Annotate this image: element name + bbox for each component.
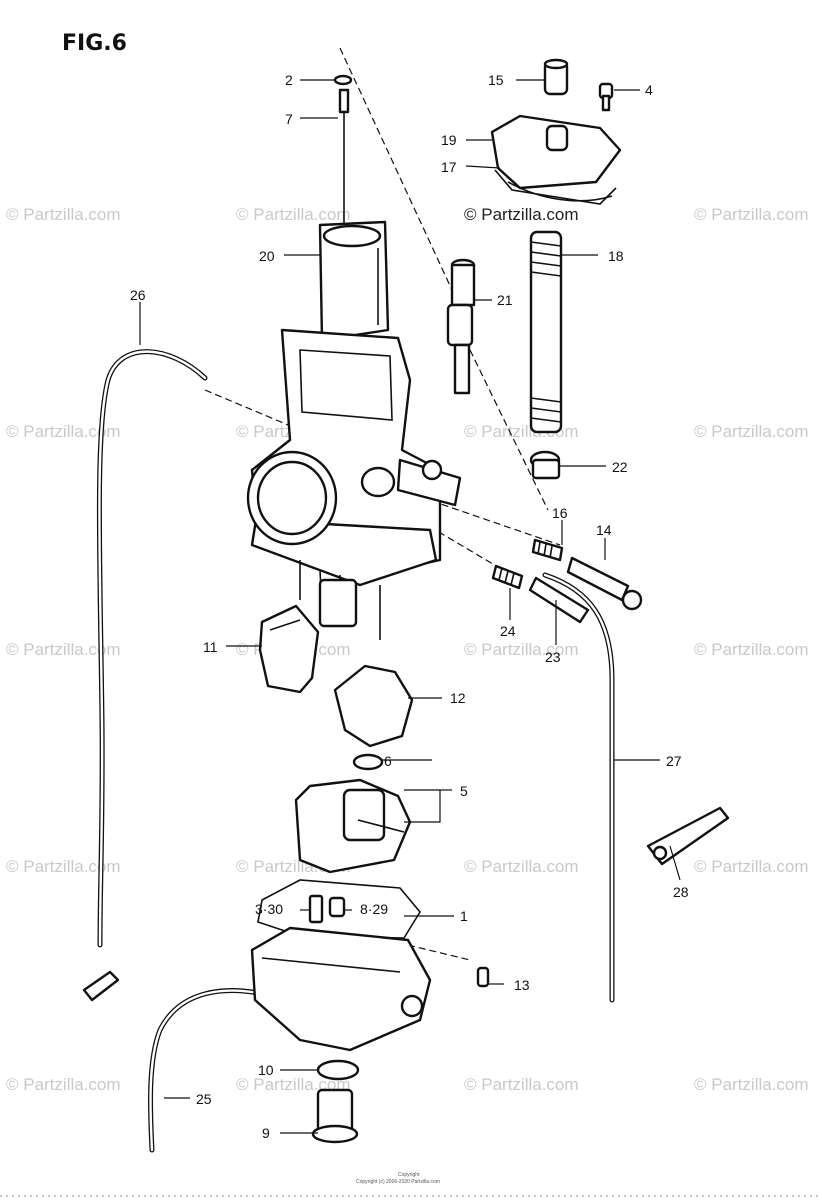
watermark: © Partzilla.com [464,205,579,224]
watermark: © Partzilla.com [694,205,809,224]
throttle-stop-screw-14 [566,556,643,611]
callout-3-30: 3·30 [255,901,283,917]
callout-17: 17 [441,159,457,175]
float-chamber-5 [294,778,412,874]
callout-19: 19 [441,132,457,148]
callout-21: 21 [497,292,513,308]
gasket-1 [257,879,421,939]
watermark: © Partzilla.com [6,857,121,876]
watermark: © Partzilla.com [464,857,579,876]
callout-18: 18 [608,248,624,264]
jet-8-29 [328,896,346,918]
callout-1: 1 [460,908,468,924]
jet-3-30 [308,894,324,924]
watermark: © Partzilla.com [6,422,121,441]
hose-25 [148,988,271,1153]
callout-22: 22 [612,459,628,475]
watermark: © Partzilla.com [694,640,809,659]
watermark: © Partzilla.com [464,640,579,659]
direction-marker-icon [82,970,120,1002]
starter-plunger-21 [446,258,476,395]
callout-6: 6 [384,753,392,769]
callout-12: 12 [450,690,466,706]
callout-23: 23 [545,649,561,665]
watermark: © Partzilla.com [6,1075,121,1094]
float-12 [333,664,414,748]
callout-9: 9 [262,1125,270,1141]
needle-clip-2 [333,74,353,86]
cable-cap-15 [543,58,569,96]
top-cover-19 [490,114,622,190]
watermark: © Partzilla.com [464,1075,579,1094]
carburetor-body [246,328,462,640]
callout-8-29: 8·29 [360,901,388,917]
callouts: 2 7 15 4 19 17 18 20 21 26 22 16 14 24 2… [130,72,689,1141]
callout-15: 15 [488,72,504,88]
watermark: © Partzilla.com [694,857,809,876]
callout-5: 5 [460,783,468,799]
callout-20: 20 [259,248,275,264]
hose-26 [96,349,208,948]
screw-4 [598,82,614,112]
callout-2: 2 [285,72,293,88]
callout-4: 4 [645,82,653,98]
figure-title: FIG.6 [62,31,127,56]
throttle-valve-20 [318,220,390,342]
bracket-28 [646,806,730,866]
watermark: © Partzilla.com [694,422,809,441]
callout-7: 7 [285,111,293,127]
callout-28: 28 [673,884,689,900]
pilot-screw-23 [528,576,590,624]
callout-16: 16 [552,505,568,521]
watermark: © Partzilla.com [6,205,121,224]
float-11 [258,604,320,694]
callout-26: 26 [130,287,146,303]
callout-11: 11 [203,639,218,655]
drain-plug-9 [311,1088,359,1144]
callout-27: 27 [666,753,682,769]
drain-screw-13 [476,966,490,988]
float-bowl [250,926,432,1052]
callout-10: 10 [258,1062,274,1078]
starter-nut-22 [529,450,561,480]
cover-gasket-17 [494,169,617,205]
watermark: © Partzilla.com [694,1075,809,1094]
leader-lines [139,79,681,1134]
callout-24: 24 [500,623,516,639]
watermark: © Partzilla.com [236,205,351,224]
jet-needle-7 [338,88,350,238]
hose-27 [542,572,615,1003]
callout-13: 13 [514,977,530,993]
o-ring-6 [352,753,384,771]
footer-line-2: Copyright (c) 2006-2020 Partzilla.com [356,1179,440,1185]
callout-14: 14 [596,522,612,538]
footer-line-1: Copyright [398,1172,420,1178]
o-ring-10 [316,1059,360,1081]
callout-25: 25 [196,1091,212,1107]
throttle-spring-18 [529,230,563,434]
spring-24 [491,564,524,590]
watermark-layer: © Partzilla.com © Partzilla.com © Partzi… [6,205,809,1094]
spring-16 [531,538,564,562]
watermark: © Partzilla.com [6,640,121,659]
